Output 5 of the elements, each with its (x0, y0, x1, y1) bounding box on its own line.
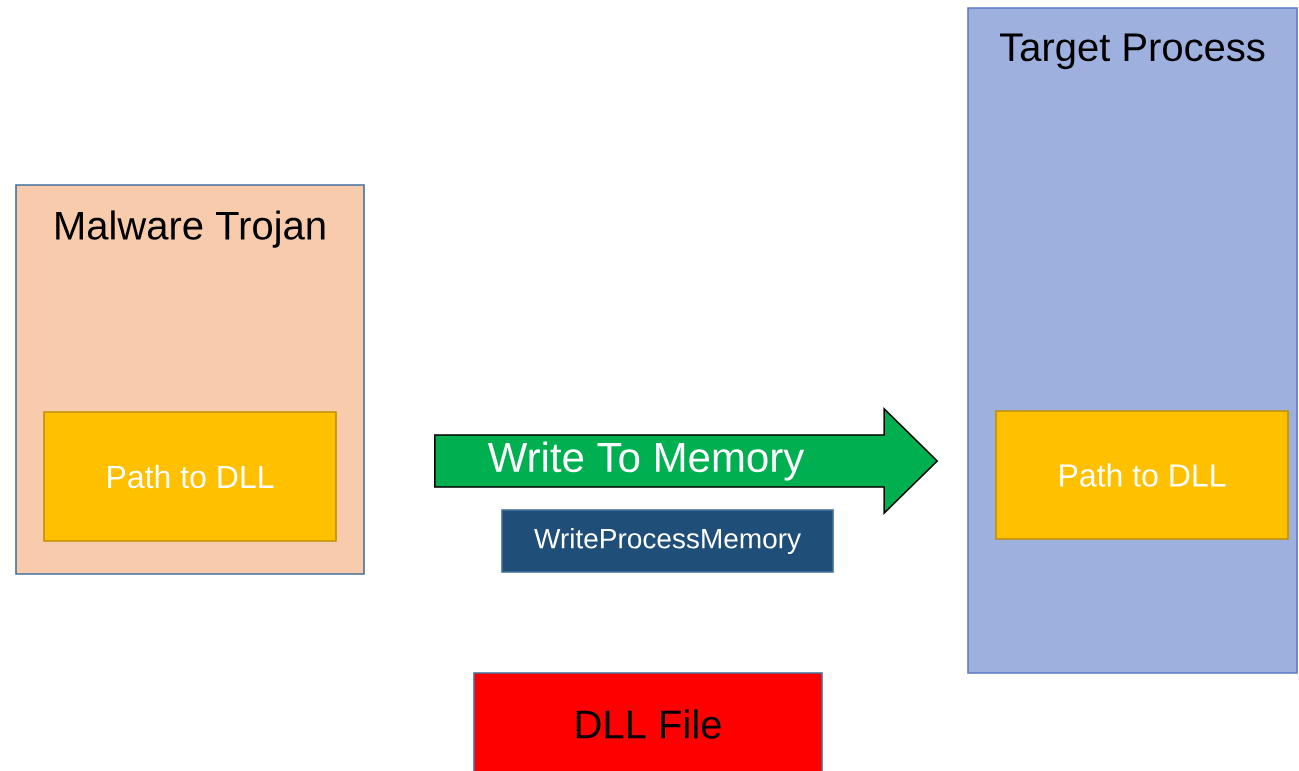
label-box: DLL File (473, 672, 823, 771)
label-box: Path to DLL (43, 411, 337, 542)
label-box: Path to DLL (995, 410, 1289, 540)
edge-label: Write To Memory (485, 439, 807, 483)
label-box: WriteProcessMemory (501, 509, 834, 573)
